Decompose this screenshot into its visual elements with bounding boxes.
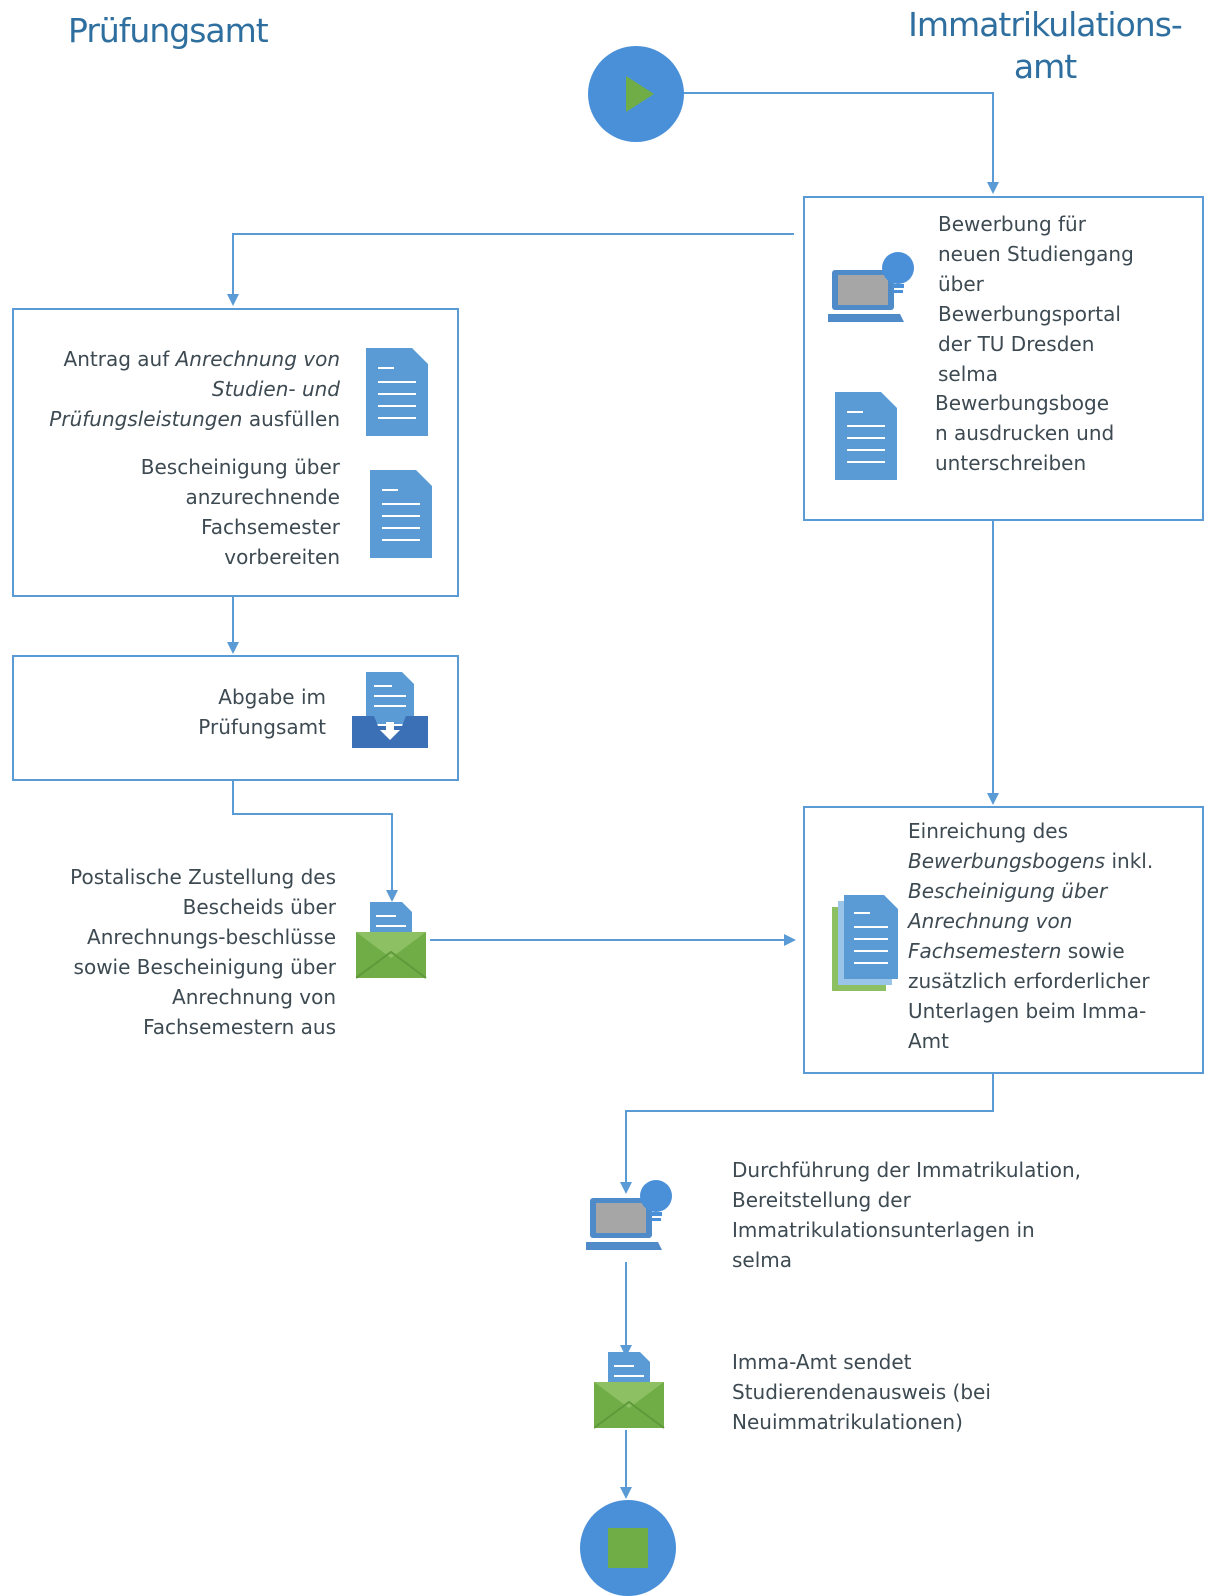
text-abgabe: Abgabe im Prüfungsamt <box>198 685 326 739</box>
text-postalisch: Postalische Zustellung des Bescheids übe… <box>70 865 336 1039</box>
flow-start-to-bewerbung <box>679 92 999 194</box>
document-icon <box>366 348 428 436</box>
text-einreichung: Einreichung des Bewerbungsbogens inkl. B… <box>908 819 1154 1053</box>
text-durchfuehrung: Durchführung der Immatrikulation, Bereit… <box>732 1158 1081 1272</box>
flow-abgabe-to-post <box>232 780 398 902</box>
flow-bewerbung-to-antrag <box>227 233 794 306</box>
inbox-document-icon <box>352 672 428 748</box>
lane-title-pruefungsamt: Prüfungsamt <box>68 11 269 50</box>
document-icon <box>835 392 897 480</box>
laptop-bulb-icon <box>586 1180 672 1250</box>
end-event[interactable] <box>580 1498 676 1596</box>
play-icon <box>626 76 654 112</box>
text-bescheinigung: Bescheinigung über anzurechnende Fachsem… <box>140 455 340 569</box>
start-event[interactable] <box>588 44 684 144</box>
text-ausweis: Imma-Amt sendet Studierendenausweis (bei… <box>732 1350 991 1434</box>
laptop-bulb-icon <box>828 252 914 322</box>
envelope-document-icon <box>594 1352 665 1429</box>
document-icon <box>370 470 432 558</box>
document-stack-icon <box>832 895 898 991</box>
text-antrag: Antrag auf Anrechnung von Studien- und P… <box>49 347 340 431</box>
envelope-document-icon <box>356 902 427 979</box>
text-bewerbung: Bewerbung für neuen Studiengang über Bew… <box>938 212 1134 386</box>
text-bogen: Bewerbungsboge n ausdrucken und untersch… <box>935 391 1115 475</box>
stop-icon <box>608 1528 648 1568</box>
lane-title-immatrikulationsamt: Immatrikulations- amt <box>908 5 1183 86</box>
flow-einreichung-to-durchfuehrung <box>620 1073 994 1194</box>
